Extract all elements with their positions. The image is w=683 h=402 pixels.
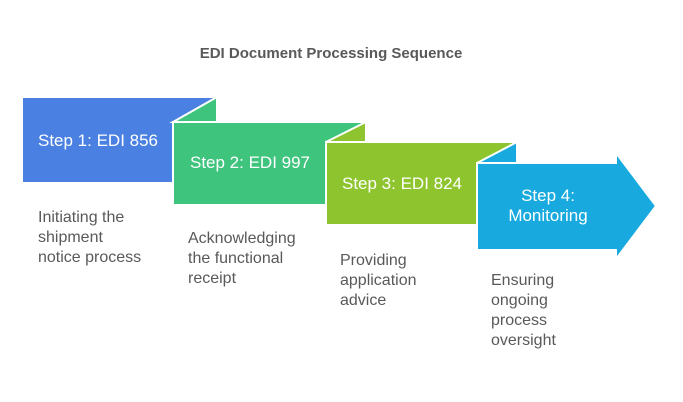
step-2-description: Acknowledging the functional receipt: [188, 230, 296, 287]
step-3-description: Providing application advice: [340, 252, 417, 309]
step-2-label: Step 2: EDI 997: [189, 153, 311, 172]
step-4-label: Step 4: Monitoring: [508, 186, 588, 225]
step-1-label: Step 1: EDI 856: [37, 131, 159, 150]
step-3-label: Step 3: EDI 824: [341, 174, 463, 193]
diagram-title: EDI Document Processing Sequence: [199, 45, 463, 62]
step-4-description: Ensuring ongoing process oversight: [491, 272, 556, 349]
step-4-arrow-shape: [476, 150, 658, 262]
step-1-description: Initiating the shipment notice process: [38, 209, 142, 266]
